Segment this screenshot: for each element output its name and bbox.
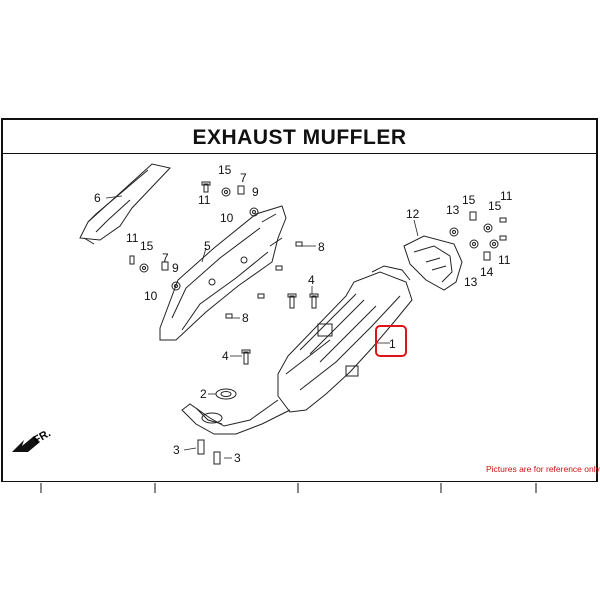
callout-12: 12 <box>406 207 420 221</box>
callout-7a: 7 <box>240 171 247 185</box>
callout-15a: 15 <box>218 163 232 177</box>
page-title: EXHAUST MUFFLER <box>192 126 407 149</box>
callout-15b: 15 <box>140 239 154 253</box>
callout-8a: 8 <box>318 240 325 254</box>
callout-4a: 4 <box>308 273 315 287</box>
callout-6: 6 <box>94 191 101 205</box>
callout-14: 14 <box>480 265 494 279</box>
part-12-muffler-end-cap <box>403 235 463 291</box>
part-4-bolts <box>241 293 319 365</box>
fasteners-left <box>129 255 265 319</box>
part-2-gasket <box>215 388 237 400</box>
front-direction-arrow: FR. <box>12 427 53 452</box>
diagram-frame: EXHAUST MUFFLER Pictures are for referen… <box>0 118 600 484</box>
callout-13b: 13 <box>464 275 478 289</box>
callout-9a: 9 <box>252 185 259 199</box>
title-bar: EXHAUST MUFFLER <box>1 118 598 154</box>
callout-11a: 11 <box>198 193 211 207</box>
part-6-heat-shield-cover <box>79 163 171 245</box>
callout-11b: 11 <box>126 231 139 245</box>
callout-1: 1 <box>389 337 396 351</box>
direction-label: FR. <box>32 427 53 446</box>
highlight-box <box>375 325 407 357</box>
part-5-bracket-plate <box>159 205 287 341</box>
diagram-panel <box>1 153 598 482</box>
callout-3b: 3 <box>234 451 241 465</box>
callout-10b: 10 <box>144 289 158 303</box>
callout-13a: 13 <box>446 203 460 217</box>
callout-5: 5 <box>204 239 211 253</box>
callout-15d: 15 <box>488 199 502 213</box>
fasteners-upper-left <box>201 181 303 271</box>
part-1-muffler-body <box>181 265 413 435</box>
callout-9b: 9 <box>172 261 179 275</box>
callout-4b: 4 <box>222 349 229 363</box>
callout-2: 2 <box>200 387 207 401</box>
fasteners-right <box>449 211 507 261</box>
callout-11d: 11 <box>498 253 511 267</box>
callout-10a: 10 <box>220 211 234 225</box>
part-3-studs <box>197 439 221 465</box>
footer-grid-ticks <box>40 483 537 493</box>
leader-lines <box>105 195 419 459</box>
callout-7b: 7 <box>162 251 169 265</box>
callout-8b: 8 <box>242 311 249 325</box>
callout-11c: 11 <box>500 189 513 203</box>
callout-3a: 3 <box>173 443 180 457</box>
callout-15c: 15 <box>462 193 476 207</box>
reference-note: Pictures are for reference only <box>486 464 600 474</box>
